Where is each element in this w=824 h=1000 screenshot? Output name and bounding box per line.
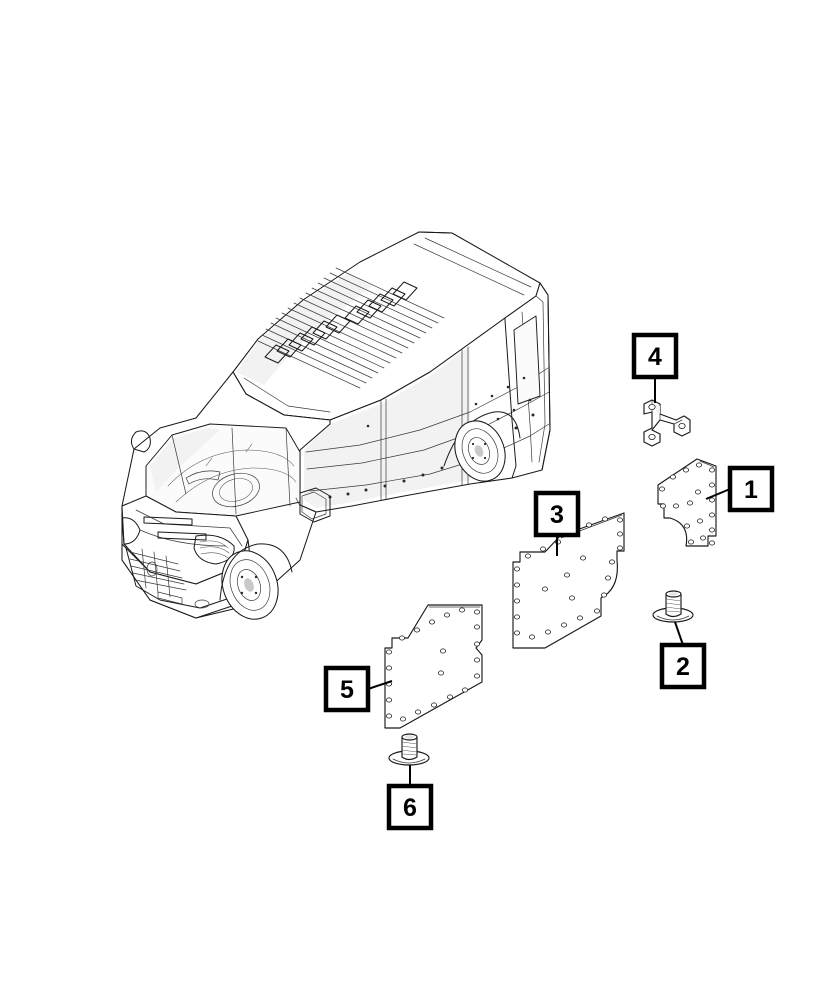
van-illustration: [121, 231, 551, 620]
van-cab: [121, 371, 331, 619]
leader-line-5: [367, 680, 393, 690]
callout-6-label: 6: [403, 794, 417, 822]
upper-rivet-row: [366, 376, 532, 428]
callout-6[interactable]: 6: [386, 783, 434, 831]
callout-5-label: 5: [340, 676, 354, 704]
roof-rib-group-rear: [257, 267, 445, 389]
callout-leaders: [367, 377, 731, 786]
callout-2[interactable]: 2: [659, 642, 707, 690]
part-fastener-2: [652, 590, 694, 623]
callout-5[interactable]: 5: [323, 665, 371, 713]
van-rear-wheel: [454, 420, 506, 482]
van-front-wheel: [219, 543, 293, 620]
part-panel-3: [512, 512, 625, 649]
leader-line-2: [674, 621, 684, 646]
part-bracket-4: [643, 399, 691, 447]
callout-2-label: 2: [676, 653, 690, 681]
callout-1[interactable]: 1: [727, 465, 775, 513]
callout-1-label: 1: [744, 476, 758, 504]
panel-3-holes: [514, 516, 624, 640]
callout-4-label: 4: [648, 343, 662, 371]
part-panel-5: [384, 604, 483, 729]
cab-interior: [167, 443, 297, 508]
callout-4[interactable]: 4: [631, 332, 679, 380]
callout-3[interactable]: 3: [533, 490, 581, 538]
callout-3-label: 3: [550, 501, 564, 529]
part-fastener-6: [388, 733, 430, 766]
roof-vent-slats: [264, 281, 418, 364]
part-panel-1: [657, 458, 717, 547]
van-roof: [232, 231, 541, 421]
panel-1-holes: [659, 462, 716, 546]
leader-line-1: [705, 488, 731, 500]
